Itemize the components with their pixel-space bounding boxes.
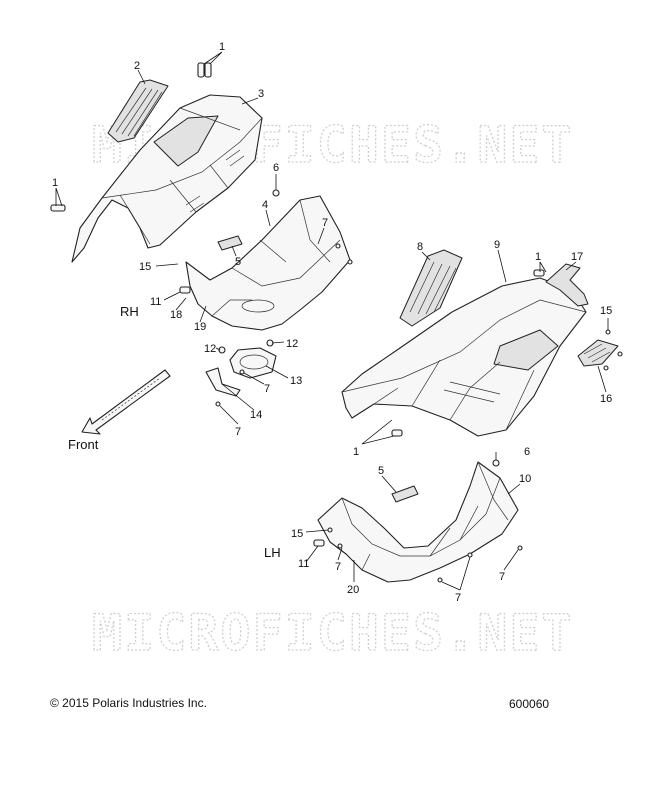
callout-5-lh: 5 (378, 465, 384, 477)
callout-1-left: 1 (52, 177, 58, 189)
lh-hood-panel (341, 277, 587, 437)
rh-fastener-top-a (197, 62, 205, 78)
rh-grommet-11 (179, 286, 191, 294)
callout-19: 19 (194, 321, 206, 333)
callout-11-rh: 11 (150, 296, 161, 308)
lh-screw-7c (437, 577, 443, 583)
rh-screw-7d (215, 401, 221, 407)
callout-7-lh-b: 7 (455, 592, 461, 604)
rh-clip-5 (217, 235, 243, 251)
ur-fastener-1a (533, 269, 545, 277)
lh-screw-7a (337, 543, 343, 549)
rh-side-panel (185, 195, 351, 331)
callout-8: 8 (417, 241, 423, 253)
callout-10: 10 (519, 473, 531, 485)
callout-1-upper-right: 1 (535, 251, 541, 263)
copyright-text: © 2015 Polaris Industries Inc. (50, 696, 207, 710)
callout-4: 4 (262, 199, 268, 211)
rh-screw-7b (347, 259, 353, 265)
lh-clip-5 (391, 485, 419, 503)
watermark-bottom: MICROFICHES.NET (92, 604, 574, 662)
callout-1-middle: 1 (353, 446, 359, 458)
callout-15-upper-right: 15 (600, 305, 612, 317)
callout-6-lh: 6 (524, 446, 530, 458)
callout-7-lh-a: 7 (335, 561, 341, 573)
callout-15-rh: 15 (139, 261, 151, 273)
callout-11-lh: 11 (298, 558, 309, 570)
lh-side-panel (317, 461, 519, 583)
callout-12-left: 12 (204, 343, 216, 355)
callout-5-rh: 5 (235, 256, 241, 268)
lh-small-parts (313, 459, 523, 583)
lh-grommet-11 (313, 539, 325, 547)
callout-13: 13 (290, 375, 302, 387)
callout-7-lh-c: 7 (499, 571, 505, 583)
side-label-lh: LH (264, 545, 281, 560)
callout-6-rh: 6 (273, 162, 279, 174)
rh-vent-grille (107, 79, 169, 143)
front-arrow (81, 369, 171, 435)
rh-screw-7a (335, 243, 341, 249)
callout-12-right: 12 (286, 338, 298, 350)
callout-1-top: 1 (219, 41, 225, 53)
lh-side-vent-grille (577, 339, 619, 367)
lh-screw-15 (327, 527, 333, 533)
leader-lines (55, 51, 609, 591)
callout-7-rh-c: 7 (235, 426, 241, 438)
rh-nut-6 (272, 189, 280, 197)
rh-washer-12a (218, 346, 226, 354)
ur-fastener-1b (391, 429, 403, 437)
callout-17: 17 (571, 251, 583, 263)
callout-2: 2 (134, 60, 140, 72)
rh-small-parts (50, 62, 353, 407)
callout-18: 18 (170, 309, 182, 321)
rh-fastener-1 (50, 204, 66, 212)
ur-screw-16b (603, 365, 609, 371)
lh-screw-7b (467, 552, 473, 558)
ur-screw-15 (605, 329, 611, 335)
diagram-number: 600060 (509, 697, 550, 711)
rh-bracket (205, 367, 241, 397)
callout-14: 14 (250, 409, 262, 421)
front-label: Front (68, 437, 99, 452)
callout-20: 20 (347, 584, 359, 596)
lh-vent-grille (399, 249, 463, 327)
callout-9: 9 (494, 239, 500, 251)
callout-7-rh-a: 7 (322, 217, 328, 229)
rh-gauge-bezel (229, 347, 277, 379)
rh-hood-panel (71, 94, 263, 263)
callout-15-lh: 15 (291, 528, 303, 540)
rh-fastener-top-b (204, 62, 212, 78)
callout-16: 16 (600, 393, 612, 405)
lh-screw-7d (517, 545, 523, 551)
lh-nut-6 (492, 459, 500, 467)
side-label-rh: RH (120, 304, 139, 319)
callout-3: 3 (258, 88, 264, 100)
callouts: 1 2 3 1 6 4 7 5 15 11 18 19 12 12 13 7 1… (52, 41, 612, 604)
rh-screw-7c (239, 369, 245, 375)
lh-handle-bracket (545, 263, 589, 307)
callout-7-rh-b: 7 (264, 383, 270, 395)
upper-right-small-parts (391, 269, 623, 437)
ur-screw-16 (617, 351, 623, 357)
